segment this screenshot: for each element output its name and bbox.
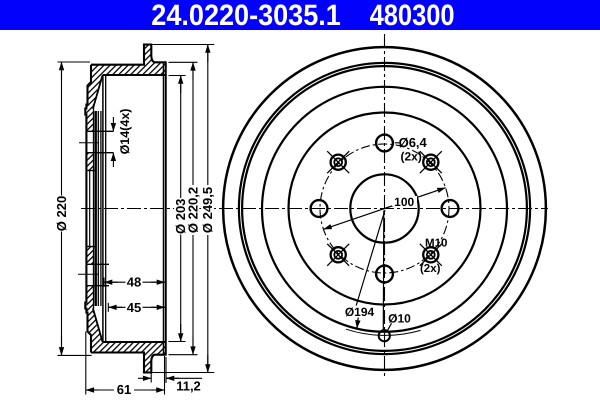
svg-text:Ø14(4x): Ø14(4x) (118, 109, 132, 155)
svg-text:11,2: 11,2 (176, 378, 201, 393)
svg-text:48: 48 (127, 275, 141, 290)
svg-text:(2x): (2x) (420, 263, 441, 275)
svg-text:Ø10: Ø10 (388, 312, 411, 326)
svg-text:61: 61 (117, 382, 131, 397)
svg-text:480300: 480300 (370, 0, 455, 32)
svg-text:Ø194: Ø194 (345, 305, 375, 319)
svg-text:Ø 203: Ø 203 (173, 199, 188, 234)
svg-text:Ø6,4: Ø6,4 (399, 135, 428, 150)
svg-text:(2x): (2x) (401, 150, 422, 164)
svg-text:100: 100 (394, 195, 414, 209)
svg-text:M10: M10 (425, 237, 447, 249)
svg-text:Ø 220: Ø 220 (54, 196, 69, 231)
svg-text:Ø 220,2: Ø 220,2 (185, 187, 200, 233)
svg-text:Ø 249,5: Ø 249,5 (200, 187, 215, 233)
svg-text:45: 45 (127, 300, 141, 315)
svg-text:24.0220-3035.1: 24.0220-3035.1 (151, 0, 340, 32)
